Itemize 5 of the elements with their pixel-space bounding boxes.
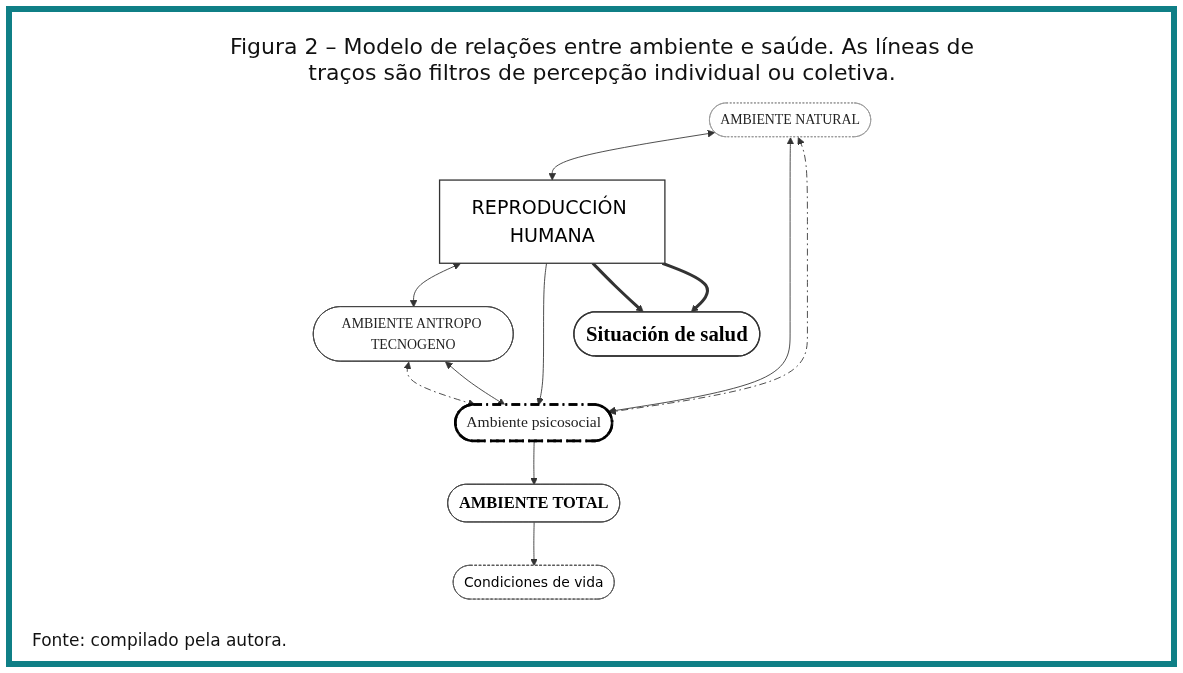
figure-title: Figura 2 – Modelo de relações entre ambiente e saúde. As líneas de traços são filtros de percepção individual ou coletiva. [228, 34, 976, 86]
arrow [661, 261, 709, 313]
arrow [591, 262, 644, 313]
node-box: REPRODUCCIÓN HUMANA [438, 179, 666, 264]
source-caption: Fonte: compilado pela autora. [32, 630, 288, 650]
